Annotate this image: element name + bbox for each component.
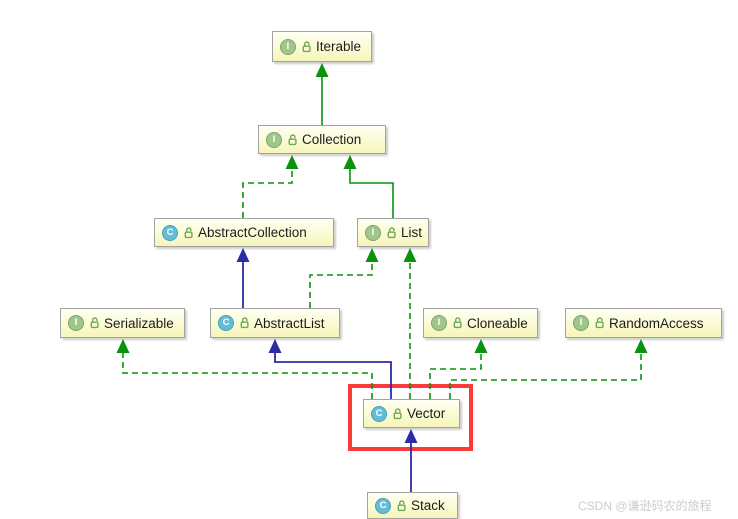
node-label: Vector	[407, 406, 446, 421]
node-abstractlist[interactable]: C AbstractList	[210, 308, 340, 338]
node-label: AbstractCollection	[198, 225, 307, 240]
public-lock-icon	[453, 317, 462, 329]
interface-icon: I	[280, 38, 296, 55]
interface-icon: I	[266, 131, 282, 148]
public-lock-icon	[393, 407, 402, 419]
interface-icon: I	[365, 224, 381, 241]
node-iterable[interactable]: I Iterable	[272, 31, 372, 62]
node-label: Cloneable	[467, 315, 528, 331]
public-lock-icon	[595, 317, 604, 329]
arrowhead-icon	[285, 155, 299, 169]
public-lock-icon	[90, 317, 99, 329]
class-icon: C	[162, 224, 178, 241]
public-lock-icon	[288, 133, 297, 145]
arrowhead-icon	[404, 429, 418, 443]
node-label: Iterable	[316, 39, 362, 54]
public-lock-icon	[240, 317, 249, 329]
arrowhead-icon	[315, 63, 329, 77]
node-stack[interactable]: C Stack	[367, 492, 458, 519]
public-lock-icon	[184, 226, 193, 238]
node-label: List	[401, 225, 423, 240]
edge-vector-to-randomaccess	[449, 352, 642, 399]
node-label: AbstractList	[254, 315, 325, 331]
public-lock-icon	[387, 226, 396, 238]
edge-list-to-collection	[349, 168, 394, 218]
class-icon: C	[375, 497, 391, 514]
node-vector[interactable]: C Vector	[363, 399, 460, 428]
arrowhead-icon	[403, 248, 417, 262]
edge-vector-to-cloneable	[429, 352, 482, 399]
arrowhead-icon	[116, 339, 130, 353]
watermark: CSDN @谦逊码农的旅程	[578, 499, 712, 513]
node-collection[interactable]: I Collection	[258, 125, 386, 154]
class-icon: C	[371, 405, 387, 422]
node-randomaccess[interactable]: I RandomAccess	[565, 308, 722, 338]
node-label: RandomAccess	[609, 315, 704, 331]
edge-vector-to-abstractlist	[274, 352, 392, 399]
interface-icon: I	[573, 315, 589, 331]
node-abstractcollection[interactable]: C AbstractCollection	[154, 218, 334, 247]
node-label: Collection	[302, 132, 362, 147]
node-list[interactable]: I List	[357, 218, 429, 247]
arrowhead-icon	[268, 339, 282, 353]
arrowhead-icon	[343, 155, 357, 169]
node-cloneable[interactable]: I Cloneable	[423, 308, 538, 338]
public-lock-icon	[302, 40, 311, 52]
interface-icon: I	[68, 315, 84, 331]
edge-vector-to-serializable	[122, 352, 373, 399]
node-label: Serializable	[104, 315, 174, 331]
edge-abstractlist-to-list	[309, 261, 373, 308]
public-lock-icon	[397, 499, 406, 511]
node-serializable[interactable]: I Serializable	[60, 308, 185, 338]
edge-abstractcollection-to-collection	[242, 168, 293, 218]
class-icon: C	[218, 315, 234, 331]
arrowhead-icon	[634, 339, 648, 353]
node-label: Stack	[411, 498, 445, 513]
arrowhead-icon	[474, 339, 488, 353]
arrowhead-icon	[236, 248, 250, 262]
arrowhead-icon	[365, 248, 379, 262]
interface-icon: I	[431, 315, 447, 331]
